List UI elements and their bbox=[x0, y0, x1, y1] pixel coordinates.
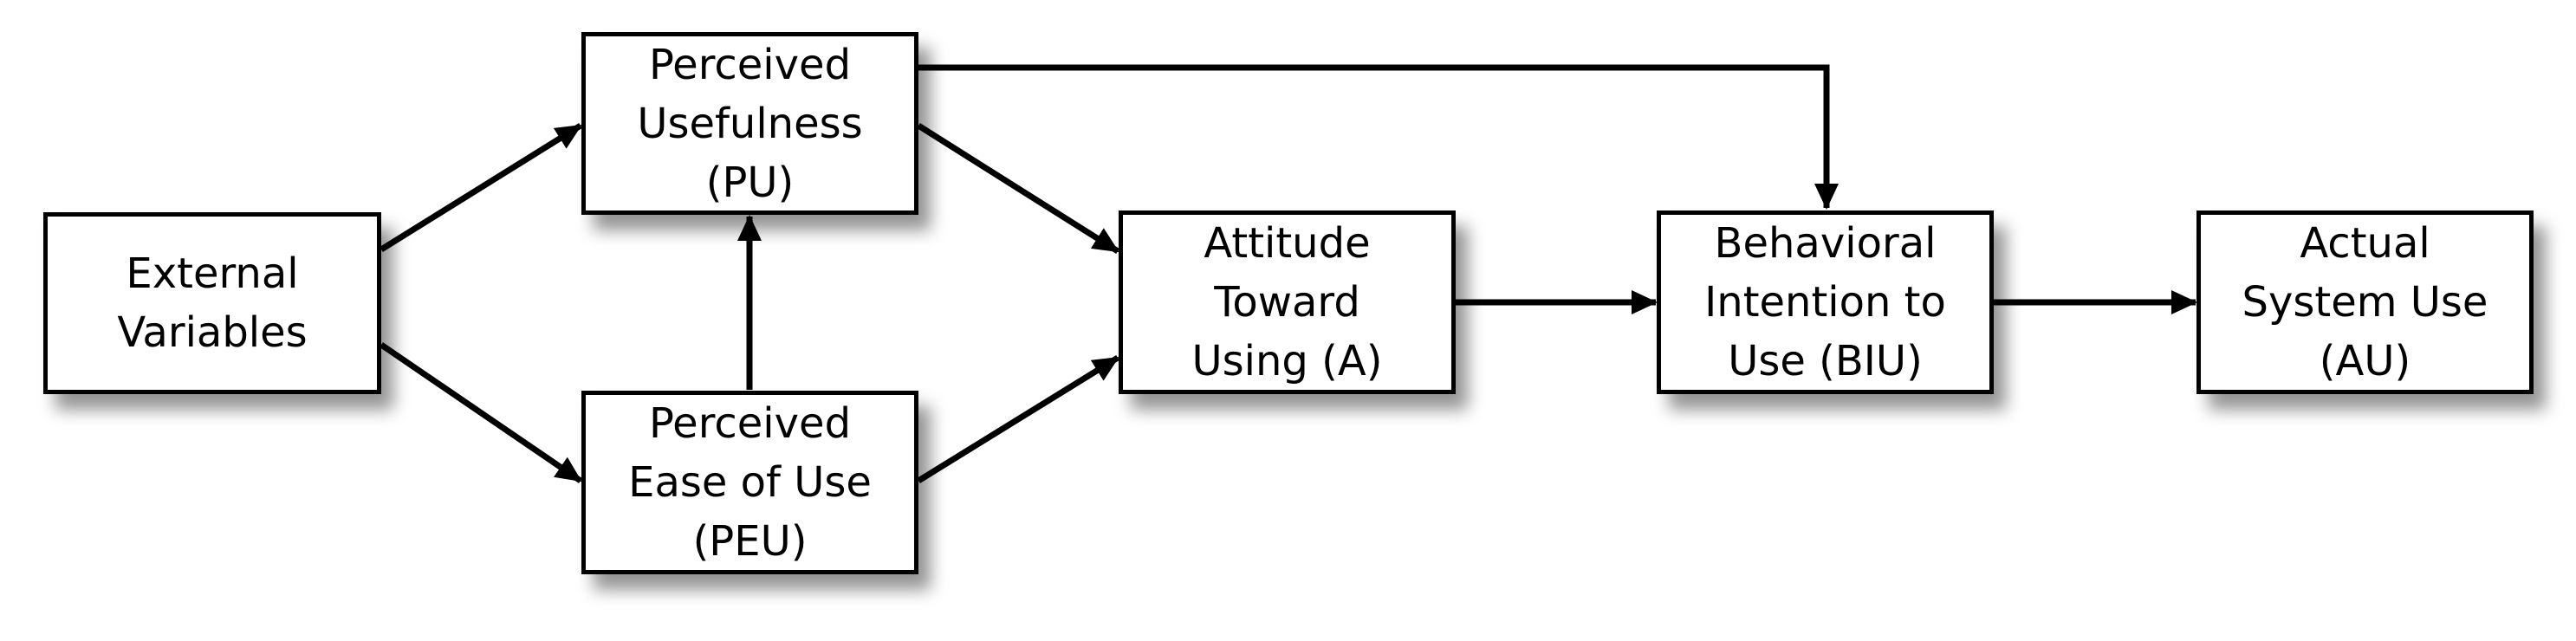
attitude-toward-using-box: Attitude Toward Using (A) bbox=[1119, 210, 1456, 394]
perceived-usefulness-label-line-2: Usefulness bbox=[637, 99, 863, 148]
external-variables-label-line-2: Variables bbox=[117, 308, 308, 357]
attitude-toward-using-label-line-2: Toward bbox=[1214, 278, 1360, 327]
actual-system-use-box: Actual System Use (AU) bbox=[2196, 210, 2534, 394]
arrow-pu-to-intention bbox=[918, 64, 1839, 210]
actual-system-use-label-line-2: System Use bbox=[2242, 278, 2488, 327]
arrow-pu-to-attitude bbox=[917, 123, 1119, 254]
arrow-peu-to-attitude bbox=[917, 355, 1119, 483]
arrow-external-to-peu bbox=[380, 342, 582, 483]
actual-system-use-label-line-3: (AU) bbox=[2319, 337, 2411, 385]
perceived-ease-of-use-label-line-2: Ease of Use bbox=[628, 458, 872, 507]
behavioral-intention-box: Behavioral Intention to Use (BIU) bbox=[1657, 210, 1994, 394]
perceived-ease-of-use-label-line-3: (PEU) bbox=[692, 517, 808, 566]
perceived-usefulness-label-line-3: (PU) bbox=[705, 158, 795, 207]
actual-system-use-label-line-1: Actual bbox=[2300, 219, 2430, 268]
arrow-external-to-pu bbox=[380, 123, 582, 252]
external-variables-label-line-1: External bbox=[126, 249, 299, 298]
perceived-usefulness-label-line-1: Perceived bbox=[648, 40, 852, 89]
behavioral-intention-label-line-3: Use (BIU) bbox=[1728, 337, 1923, 385]
perceived-usefulness-box: Perceived Usefulness (PU) bbox=[581, 32, 918, 215]
behavioral-intention-label-line-2: Intention to bbox=[1704, 278, 1946, 327]
perceived-ease-of-use-box: Perceived Ease of Use (PEU) bbox=[581, 391, 918, 574]
attitude-toward-using-label-line-1: Attitude bbox=[1204, 219, 1371, 268]
attitude-toward-using-label-line-3: Using (A) bbox=[1191, 337, 1383, 385]
perceived-ease-of-use-label-line-1: Perceived bbox=[648, 399, 852, 448]
behavioral-intention-label-line-1: Behavioral bbox=[1714, 219, 1937, 268]
external-variables-box: External Variables bbox=[43, 212, 381, 394]
